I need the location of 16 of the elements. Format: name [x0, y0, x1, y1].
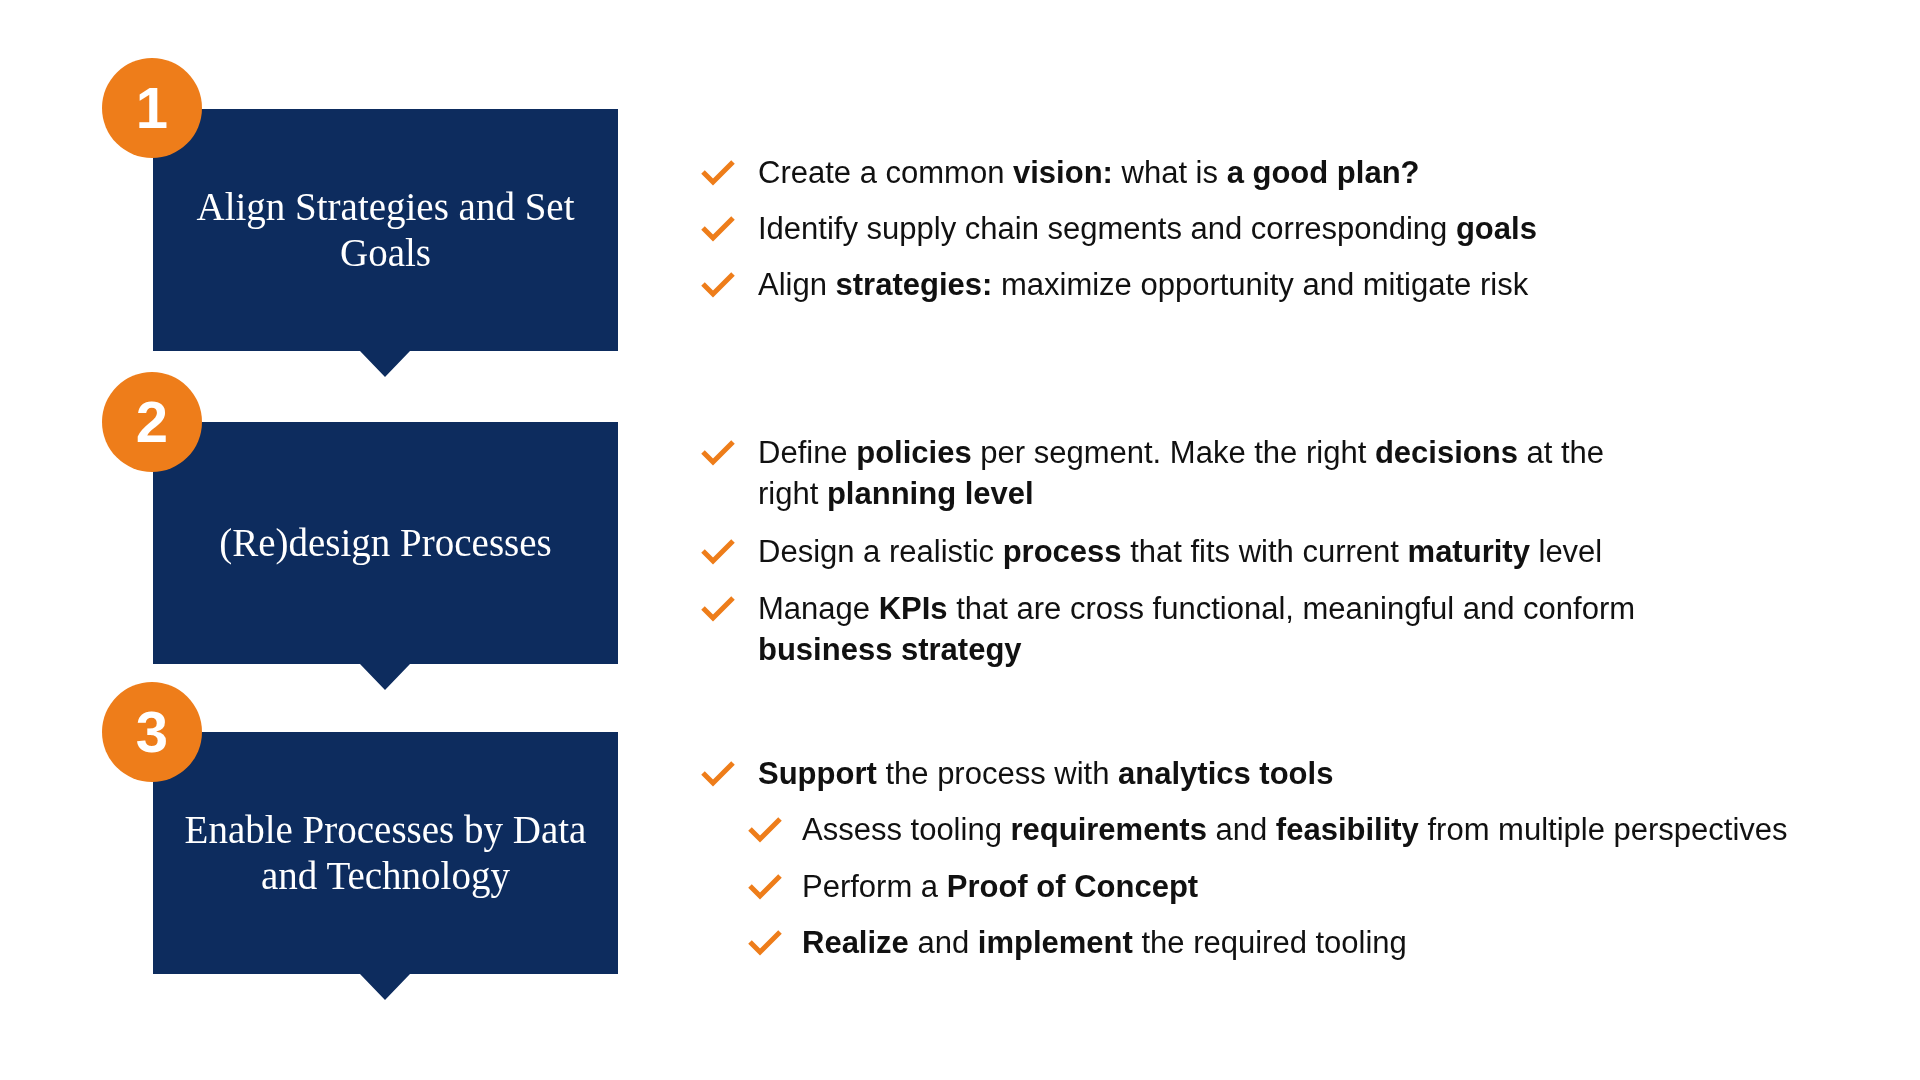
step-title: (Re)design Processes [219, 520, 552, 566]
checklist-item-text: Support the process with analytics tools [758, 755, 1335, 793]
checklist-item-text: Realize and implement the required tooling [802, 924, 1408, 962]
checklist-item-text: Align strategies: maximize opportunity and mitigate risk [758, 266, 1530, 304]
step-title: Align Strategies and Set Goals [195, 184, 576, 276]
checklist-item-text: Assess tooling requirements and feasibility from multiple perspectives [802, 811, 1789, 849]
checklist-item-text: Design a realistic process that fits with current maturity level [758, 533, 1604, 571]
step-number-circle: 3 [102, 682, 202, 782]
checklist-item-text: Define policies per segment. Make the right decisions at the right planning level [758, 434, 1606, 513]
checklist-item-text: Perform a Proof of Concept [802, 868, 1200, 906]
checklist-item-text: Manage KPIs that are cross functional, meaningful and conform business strategy [758, 590, 1637, 669]
step-title: Enable Processes by Data and Technology [183, 807, 588, 899]
step-number-circle: 2 [102, 372, 202, 472]
step-number-circle: 1 [102, 58, 202, 158]
checklist-item-text: Identify supply chain segments and corresponding goals [758, 210, 1538, 248]
checklist-item-text: Create a common vision: what is a good plan? [758, 154, 1421, 192]
